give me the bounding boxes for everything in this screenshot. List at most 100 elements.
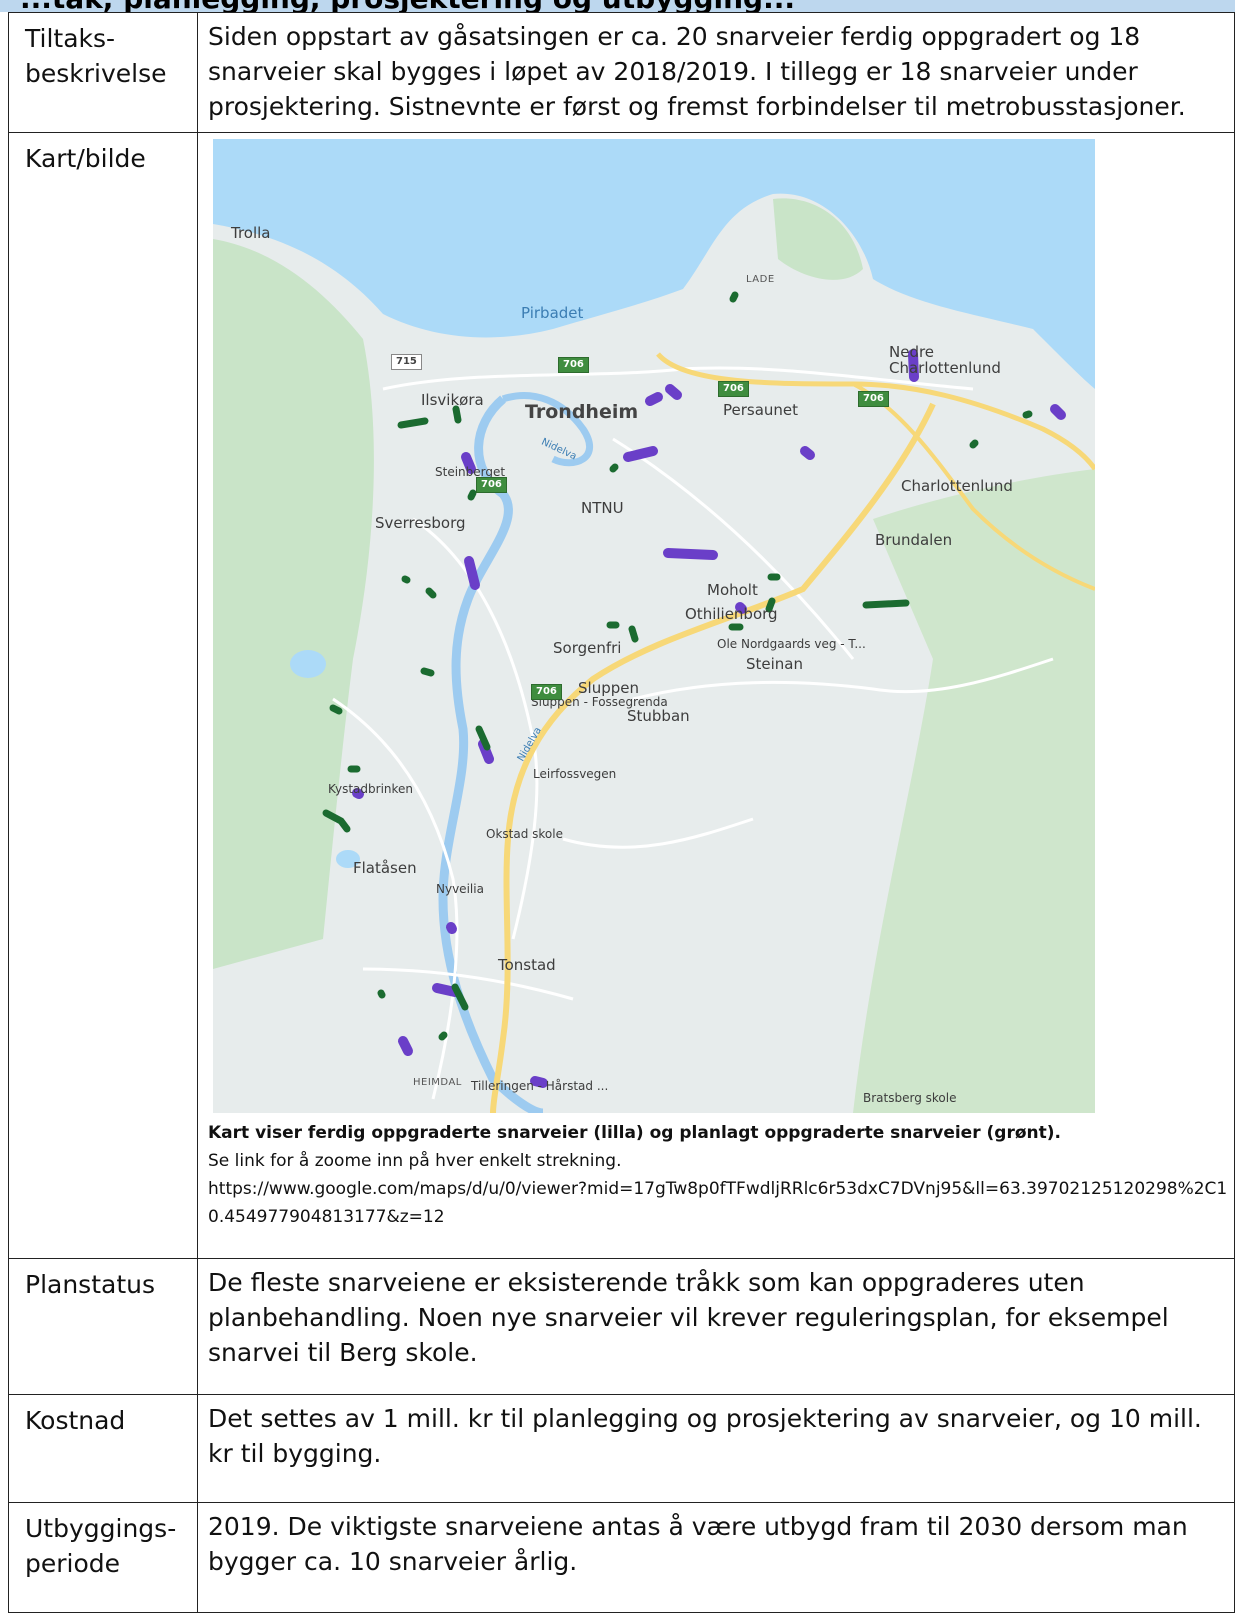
planned-shortcut <box>452 405 462 424</box>
planned-shortcut <box>329 704 343 715</box>
place-label: Persaunet <box>723 401 799 419</box>
place-label: Kystadbrinken <box>328 782 414 796</box>
road <box>412 517 539 940</box>
place-label: Charlottenlund <box>901 477 1013 495</box>
road <box>632 657 1054 701</box>
table-row: Tiltaks- beskrivelse Siden oppstart av g… <box>8 12 1235 133</box>
planned-shortcut <box>438 1031 448 1041</box>
forest-west <box>213 239 374 969</box>
place-label: Ole Nordgaards veg - T... <box>717 637 866 651</box>
planned-shortcut <box>969 439 979 449</box>
planned-shortcut <box>377 989 386 999</box>
road <box>332 697 459 1100</box>
completed-shortcut <box>530 1076 548 1088</box>
label-cell: Tiltaks- beskrivelse <box>8 12 198 133</box>
place-label: Othilienborg <box>685 605 778 623</box>
place-label: Steinberget <box>435 465 506 479</box>
completed-shortcut <box>446 922 457 934</box>
completed-shortcut <box>623 446 658 462</box>
row-label-kostnad: Kostnad <box>25 1406 126 1435</box>
table-row: Kostnad Det settes av 1 mill. kr til pla… <box>8 1394 1235 1503</box>
map-caption-text: Se link for å zoome inn på hver enkelt s… <box>208 1151 622 1171</box>
completed-shortcut <box>352 788 364 799</box>
completed-shortcut <box>663 548 718 560</box>
place-label: HEIMDAL <box>413 1077 462 1088</box>
planned-shortcut <box>397 417 429 429</box>
place-label: LADE <box>746 274 775 285</box>
label-cell: Utbyggings- periode <box>8 1502 198 1613</box>
place-label: Bratsberg skole <box>863 1091 957 1105</box>
completed-shortcut <box>665 384 682 400</box>
place-label: Nedre Charlottenlund <box>889 343 1001 377</box>
road-shield: 706 <box>718 381 749 397</box>
completed-shortcut <box>432 983 460 997</box>
major-road <box>490 402 936 1113</box>
planned-shortcut <box>609 463 619 473</box>
completed-shortcut <box>464 556 480 590</box>
completed-shortcut <box>645 392 663 406</box>
table-row: Utbyggings- periode 2019. De viktigste s… <box>8 1502 1235 1613</box>
completed-shortcut <box>461 452 476 474</box>
row-label-kart: Kart/bilde <box>25 144 146 173</box>
value-cell: 2019. De viktigste snarveiene antas å væ… <box>197 1502 1235 1613</box>
completed-shortcuts <box>352 349 1066 1088</box>
place-label: Moholt <box>707 581 758 599</box>
place-label: Trolla <box>231 224 271 242</box>
label-cell: Planstatus <box>8 1258 198 1395</box>
map-caption-title: Kart viser ferdig oppgraderte snarveier … <box>208 1123 1061 1143</box>
row-label-utbyggingsperiode: Utbyggings- periode <box>25 1514 177 1578</box>
planned-shortcut <box>322 809 351 833</box>
place-label-city: Trondheim <box>525 401 639 423</box>
road-shield: 706 <box>858 391 889 407</box>
planned-shortcut <box>475 725 491 751</box>
place-label: Flatåsen <box>353 859 417 877</box>
road <box>562 817 754 849</box>
planstatus-text: De fleste snarveiene er eksisterende trå… <box>208 1268 1169 1367</box>
completed-shortcut <box>735 602 747 614</box>
place-label: Nyveilia <box>436 882 484 896</box>
planned-shortcut <box>401 575 411 584</box>
label-cell: Kostnad <box>8 1394 198 1503</box>
major-road <box>656 352 1095 471</box>
forest-east <box>853 469 1095 1113</box>
road-shield: 706 <box>476 477 507 493</box>
row-label-planstatus: Planstatus <box>25 1270 156 1299</box>
place-label: Steinan <box>746 655 804 673</box>
place-label: Ilsvikøra <box>421 391 484 409</box>
row-label-tiltaksbeskrivelse: Tiltaks- beskrivelse <box>25 24 167 88</box>
place-label: Leirfossvegen <box>533 767 617 781</box>
value-cell: Det settes av 1 mill. kr til planlegging… <box>197 1394 1235 1503</box>
place-label: Tilleringen - Hårstad ... <box>471 1079 609 1093</box>
completed-shortcut <box>398 1036 413 1056</box>
place-label: Tonstad <box>498 956 556 974</box>
planned-shortcut <box>729 291 739 303</box>
utbyggingsperiode-text: 2019. De viktigste snarveiene antas å væ… <box>208 1512 1188 1576</box>
label-cell: Kart/bilde <box>8 132 198 1259</box>
planned-shortcut <box>425 587 437 599</box>
lake <box>290 650 326 678</box>
place-label: Stubban <box>627 707 690 725</box>
tiltaksbeskrivelse-text: Siden oppstart av gåsatsingen er ca. 20 … <box>208 22 1186 121</box>
place-label: Sverresborg <box>375 514 466 532</box>
forest-north <box>773 198 863 280</box>
value-cell: Siden oppstart av gåsatsingen er ca. 20 … <box>197 12 1235 133</box>
planned-shortcut <box>1022 410 1033 419</box>
value-cell: Trolla Pirbadet LADE Nedre Charlottenlun… <box>197 132 1235 1259</box>
lake <box>336 850 360 868</box>
planned-shortcut <box>420 667 435 677</box>
map-link[interactable]: https://www.google.com/maps/d/u/0/viewer… <box>208 1179 1228 1227</box>
map-canvas <box>213 193 1095 1113</box>
place-label: Pirbadet <box>521 304 584 322</box>
road <box>612 437 855 660</box>
planned-shortcut <box>765 597 776 613</box>
road <box>362 967 574 1001</box>
road-shield: 715 <box>391 354 422 370</box>
place-label: Brundalen <box>875 531 953 549</box>
road-shield: 706 <box>558 357 589 373</box>
place-label: NTNU <box>581 499 624 517</box>
planned-shortcuts <box>322 291 1033 1041</box>
value-cell: De fleste snarveiene er eksisterende trå… <box>197 1258 1235 1395</box>
table-row: Planstatus De fleste snarveiene er eksis… <box>8 1258 1235 1395</box>
place-label: Sorgenfri <box>553 639 622 657</box>
place-label: Sluppen <box>578 679 639 697</box>
